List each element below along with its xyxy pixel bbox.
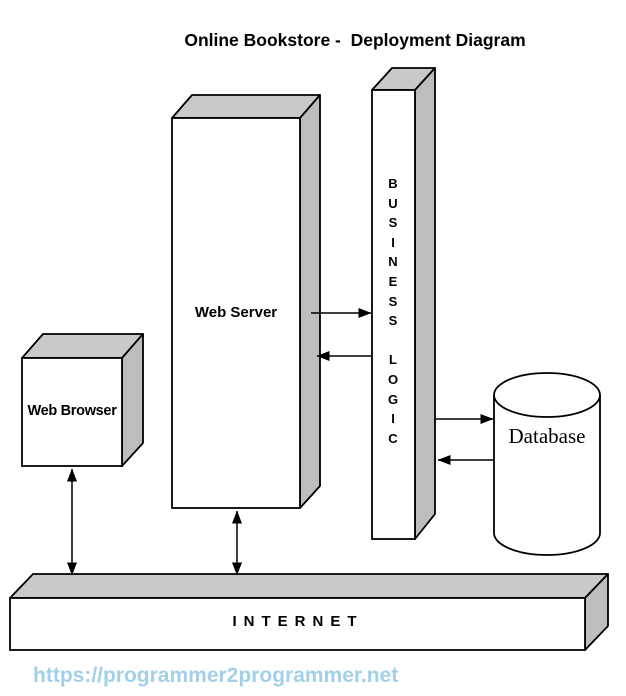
internet-front-face	[9, 597, 586, 651]
watermark-url: https://programmer2programmer.net	[33, 664, 399, 687]
business-logic-node	[371, 67, 436, 540]
web-server-front-face	[171, 117, 301, 509]
web-server-top-face	[171, 94, 321, 119]
business-logic-side-face	[414, 67, 436, 540]
business-logic-label: B U S I N E S S L O G I C	[387, 176, 399, 446]
web-browser-front-face	[21, 357, 123, 467]
web-server-side-face	[299, 94, 321, 509]
web-server-node	[171, 94, 321, 509]
business-logic-front-face	[371, 89, 416, 540]
web-browser-side-face	[121, 333, 144, 467]
internet-node	[9, 573, 609, 651]
internet-top-face	[9, 573, 609, 599]
web-browser-node	[21, 333, 144, 467]
web-server-label: Web Server	[194, 304, 278, 321]
database-node	[493, 372, 601, 556]
internet-label: INTERNET	[232, 613, 364, 630]
diagram-title: Online Bookstore - Deployment Diagram	[184, 30, 526, 50]
web-browser-label: Web Browser	[27, 403, 117, 419]
database-cylinder-top	[493, 372, 601, 418]
database-cylinder-body	[493, 395, 601, 556]
database-label: Database	[508, 424, 586, 448]
